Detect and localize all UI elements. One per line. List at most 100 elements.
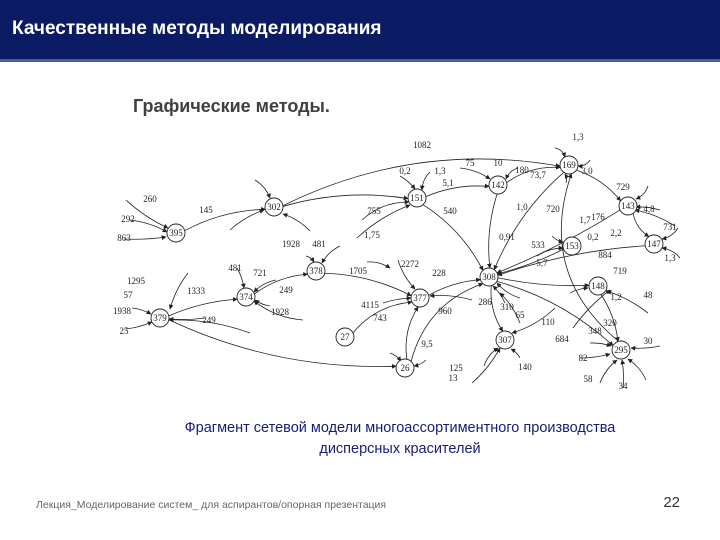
network-edge-ext-49 [606, 290, 649, 314]
network-edge-2 [425, 183, 490, 197]
edge-label: 176 [591, 212, 605, 222]
network-node: 151 [407, 188, 427, 208]
edge-label: 13 [449, 373, 459, 383]
edge-label: 5,1 [442, 178, 453, 188]
network-node: 374 [236, 287, 256, 307]
network-edge-ext-39 [511, 307, 556, 335]
network-node: 27 [335, 327, 355, 347]
slide-title: Качественные методы моделирования [12, 18, 382, 39]
title-divider [0, 59, 720, 62]
edge-label: 720 [546, 204, 560, 214]
network-nodes: 3953021511421691431471533783743793773081… [150, 155, 664, 378]
network-edge-ext-53 [413, 359, 427, 368]
network-node-circle [395, 358, 415, 378]
edge-label: 3,0 [581, 166, 593, 176]
network-edge-ext-7 [356, 204, 411, 239]
network-node-label: 27 [341, 332, 351, 342]
network-edge-7 [487, 193, 498, 269]
page-number: 22 [663, 494, 680, 511]
edge-label: 1938 [113, 306, 132, 316]
network-edge-ext-17 [635, 204, 661, 211]
network-edge-11 [497, 245, 646, 277]
edge-label: 540 [443, 206, 457, 216]
network-edge-ext-25 [397, 259, 416, 290]
edge-label: 145 [199, 205, 213, 215]
network-edge-ext-2 [123, 235, 167, 240]
edge-label: 57 [124, 290, 134, 300]
network-edge-ext-45 [599, 359, 618, 384]
network-edge-ext-11 [505, 167, 519, 180]
network-edge-21 [496, 280, 614, 346]
network-edge-ext-27 [253, 279, 277, 293]
network-node-label: 395 [169, 228, 183, 238]
network-node: 395 [166, 223, 186, 243]
network-edge-ext-36 [429, 293, 473, 301]
edge-label: 1,7 [579, 215, 591, 225]
edge-label: 1,75 [364, 230, 380, 240]
network-edge-16 [497, 277, 590, 288]
network-edge-ext-40 [499, 292, 521, 324]
edge-label: 58 [584, 374, 594, 384]
edge-label: 228 [432, 268, 446, 278]
edge-label: 140 [518, 362, 532, 372]
network-node: 307 [495, 330, 515, 350]
network-edge-ext-22 [305, 255, 315, 263]
network-edge-ext-19 [661, 246, 681, 259]
edge-label: 73,7 [530, 170, 546, 180]
network-node-label: 151 [410, 193, 424, 203]
edge-label: 755 [367, 206, 381, 216]
network-edge-ext-30 [131, 307, 152, 315]
network-node-circle [410, 288, 430, 308]
network-edge-ext-10 [459, 167, 491, 180]
edge-label: 10 [494, 158, 504, 168]
network-edge-ext-31 [125, 321, 153, 330]
network-node-circle [479, 267, 499, 287]
network-edge-ext-41 [569, 285, 589, 294]
network-edge-ext-24 [366, 261, 391, 269]
network-node: 379 [150, 308, 170, 328]
edge-label: 1,3 [434, 166, 446, 176]
network-node-label: 374 [239, 292, 253, 302]
network-edge-ext-29 [168, 272, 189, 310]
network-node: 142 [488, 175, 508, 195]
network-node-circle [407, 188, 427, 208]
network-edge-24 [410, 282, 484, 362]
network-edge-ext-32 [168, 316, 206, 322]
edge-label: 2272 [401, 259, 419, 269]
edge-label: 286 [478, 297, 492, 307]
edge-label: 731 [663, 222, 677, 232]
edge-label: 110 [541, 317, 555, 327]
network-edge-19 [352, 300, 413, 334]
network-edge-ext-37 [492, 285, 506, 304]
edge-label: 9,5 [421, 339, 433, 349]
network-edges [123, 147, 681, 389]
edge-label: 533 [531, 240, 545, 250]
network-edge-17 [490, 285, 504, 332]
network-edge-12 [324, 272, 412, 297]
network-edge-4 [576, 169, 621, 202]
network-edge-6 [422, 204, 484, 271]
network-node-label: 302 [267, 202, 281, 212]
title-bar: Качественные методы моделирования [0, 0, 720, 62]
network-edge-ext-52 [510, 348, 521, 359]
network-edge-ext-48 [630, 345, 661, 351]
network-node: 308 [479, 267, 499, 287]
network-node-label: 142 [491, 180, 505, 190]
network-node-circle [306, 261, 326, 281]
edge-label: 249 [279, 285, 293, 295]
edge-label: 0,2 [399, 166, 410, 176]
network-edge-23 [168, 319, 397, 369]
network-edge-20 [405, 306, 419, 360]
network-node-label: 377 [413, 293, 427, 303]
network-node-circle [562, 236, 582, 256]
network-node-label: 308 [482, 272, 496, 282]
section-subtitle: Графические методы. [133, 96, 330, 116]
network-edge-ext-35 [382, 295, 412, 304]
edge-label: 65 [516, 310, 526, 320]
network-edge-ext-46 [620, 359, 626, 389]
network-node-label: 307 [498, 335, 512, 345]
edge-label: 292 [121, 214, 135, 224]
network-edge-ext-5 [282, 213, 311, 232]
edge-label: 0,91 [499, 232, 515, 242]
network-diagram: 3953021511421691431471533783743793773081… [113, 132, 681, 391]
